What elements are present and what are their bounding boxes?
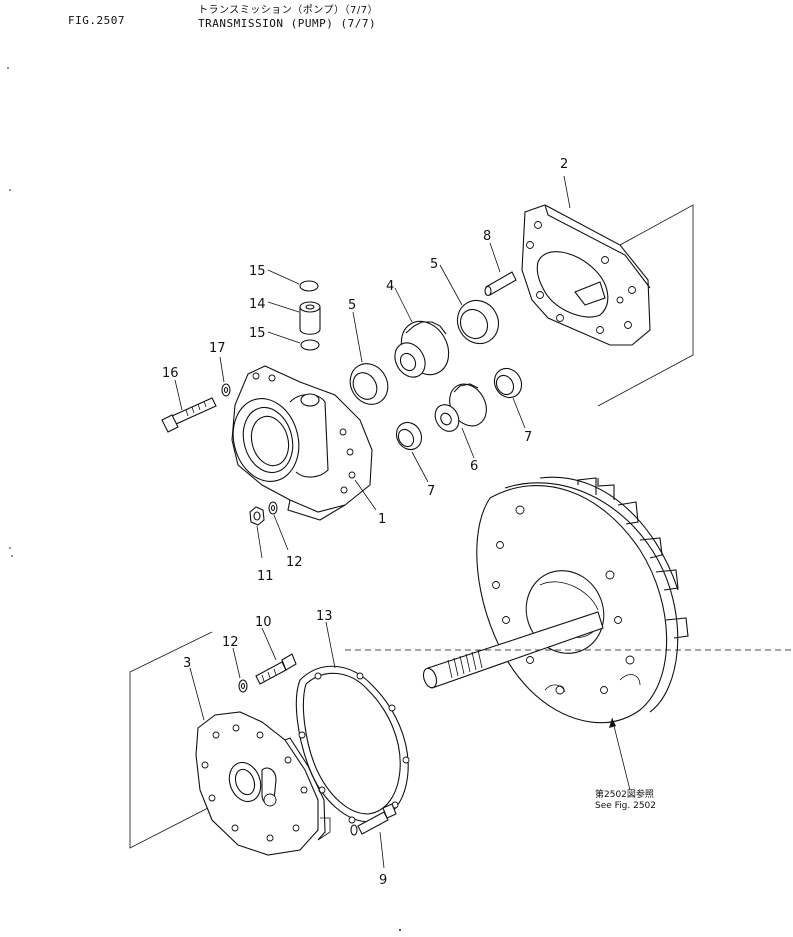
part-5-roller-bearing-lower — [349, 311, 389, 405]
part-6-driven-gear — [434, 383, 487, 459]
part-1-pump-case — [231, 365, 377, 521]
part-10-bolt — [255, 627, 297, 685]
part-7-needle-bearing-left — [395, 421, 429, 483]
callout-11: 11 — [257, 569, 274, 584]
callout-15: 15 — [249, 264, 266, 279]
callout-3: 3 — [183, 656, 191, 671]
part-12-washer-upper — [268, 501, 289, 551]
figure-number: FIG.2507 — [68, 14, 125, 27]
part-15-o-ring-lower — [267, 331, 320, 351]
part-3-cover-plate — [129, 631, 331, 856]
callout-17: 17 — [209, 341, 226, 356]
reference-note-jp: 第2502図参照 — [595, 788, 654, 800]
part-2-pump-plate — [521, 175, 694, 407]
part-7-needle-bearing-right — [493, 367, 526, 429]
callout-13: 13 — [316, 609, 333, 624]
scan-specks — [7, 67, 401, 931]
reference-note-en: See Fig. 2502 — [595, 801, 656, 811]
callout-6: 6 — [470, 459, 478, 474]
callout-16: 16 — [162, 366, 179, 381]
callout-14: 14 — [249, 297, 266, 312]
part-8-dowel-pin — [484, 242, 517, 297]
callout-10: 10 — [255, 615, 272, 630]
callout-5: 5 — [348, 298, 356, 313]
part-9-stud-bolt — [350, 803, 397, 869]
reference-transmission-housing — [345, 476, 793, 791]
callout-12: 12 — [222, 635, 239, 650]
part-5-roller-bearing-upper — [439, 264, 500, 345]
part-12-washer-lower — [232, 647, 248, 693]
callout-7: 7 — [524, 430, 532, 445]
part-11-nut — [249, 506, 265, 559]
part-14-sleeve — [267, 301, 321, 335]
callout-5: 5 — [430, 257, 438, 272]
part-17-washer — [219, 356, 231, 397]
title-japanese: トランスミッション（ポンプ）（7/7） — [198, 5, 379, 16]
callout-4: 4 — [386, 279, 394, 294]
callout-9: 9 — [379, 873, 387, 888]
callout-8: 8 — [483, 229, 491, 244]
part-15-o-ring-upper — [267, 269, 319, 292]
callout-12: 12 — [286, 555, 303, 570]
callout-7: 7 — [427, 484, 435, 499]
callout-15: 15 — [249, 326, 266, 341]
part-16-bolt — [161, 379, 217, 433]
callout-2: 2 — [560, 157, 568, 172]
callout-labels: 2 8 5 4 5 15 14 15 17 16 7 6 7 1 11 12 1… — [162, 157, 568, 888]
callout-1: 1 — [378, 512, 386, 527]
reference-note: 第2502図参照 See Fig. 2502 — [595, 788, 656, 811]
part-4-drive-gear — [394, 287, 450, 378]
title-english: TRANSMISSION (PUMP) (7/7) — [198, 17, 377, 30]
